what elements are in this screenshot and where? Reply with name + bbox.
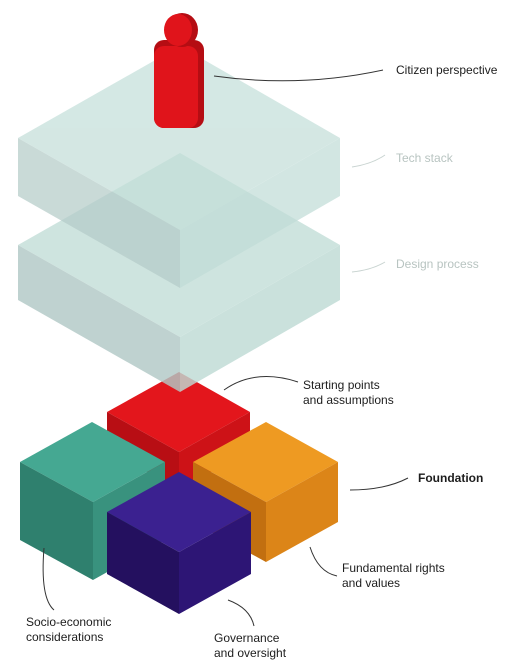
layer-tech-stack: [18, 46, 340, 288]
label-governance: Governance and oversight: [214, 631, 286, 661]
label-design-process: Design process: [396, 257, 479, 271]
leader-governance: [227, 599, 255, 627]
leader-design-process: [351, 261, 386, 273]
label-starting-points-line1: Starting points: [303, 378, 380, 392]
label-governance-line1: Governance: [214, 631, 280, 645]
label-citizen-perspective: Citizen perspective: [396, 63, 498, 77]
leader-tech-stack: [351, 154, 386, 168]
leader-starting-points: [223, 376, 299, 391]
leader-foundation: [349, 477, 409, 491]
label-starting-points: Starting points and assumptions: [303, 378, 394, 408]
label-tech-stack: Tech stack: [396, 151, 453, 165]
label-foundation: Foundation: [418, 471, 484, 485]
label-fundamental-rights-line1: Fundamental rights: [342, 561, 445, 575]
leader-fundamental-rights: [309, 546, 338, 577]
cube-governance: [107, 472, 251, 614]
leader-socio-economic: [42, 547, 55, 611]
label-governance-line2: and oversight: [214, 646, 287, 660]
label-socio-economic: Socio-economic considerations: [26, 615, 111, 645]
label-fundamental-rights: Fundamental rights and values: [342, 561, 445, 591]
label-socio-economic-line2: considerations: [26, 630, 104, 644]
label-socio-economic-line1: Socio-economic: [26, 615, 112, 629]
label-starting-points-line2: and assumptions: [303, 393, 394, 407]
label-fundamental-rights-line2: and values: [342, 576, 401, 590]
citizen-figure: [154, 13, 204, 128]
leader-citizen: [213, 69, 384, 82]
